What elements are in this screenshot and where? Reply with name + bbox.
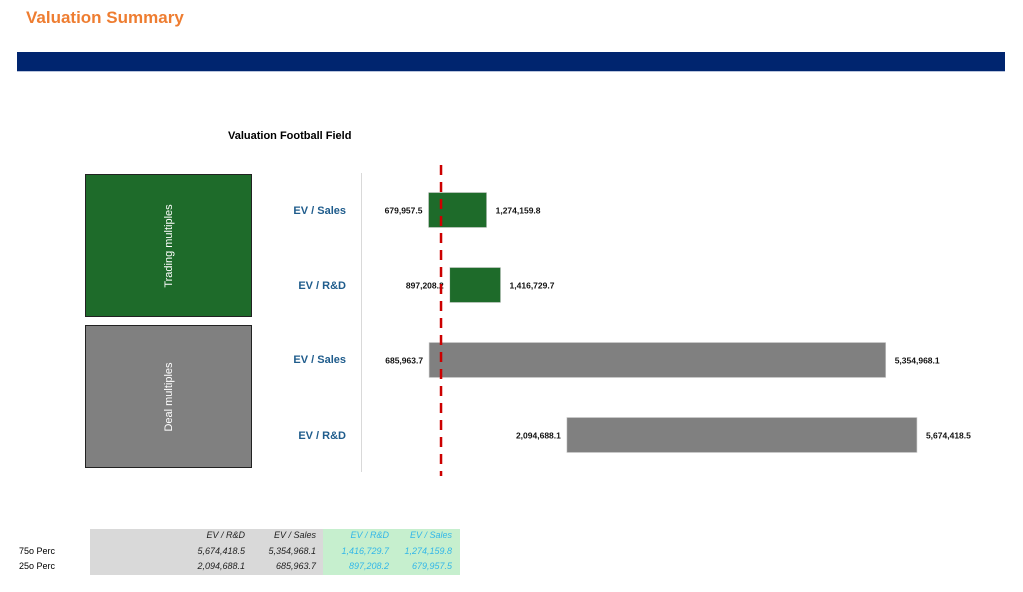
category-label: EV / Sales bbox=[293, 354, 346, 366]
table-header-row: EV / R&D EV / Sales EV / R&D EV / Sales bbox=[0, 529, 470, 542]
high-value-label: 5,674,418.5 bbox=[926, 431, 971, 441]
group-box-trading: Trading multiples bbox=[85, 174, 252, 317]
chart-title: Valuation Football Field bbox=[228, 130, 352, 142]
table-cell: 5,354,968.1 bbox=[268, 546, 316, 556]
table-header: EV / Sales bbox=[273, 530, 316, 540]
low-value-label: 685,963.7 bbox=[385, 356, 423, 366]
range-bar bbox=[566, 417, 918, 453]
range-bar bbox=[428, 342, 887, 378]
high-value-label: 1,274,159.8 bbox=[496, 206, 541, 216]
low-value-label: 897,208.2 bbox=[406, 281, 444, 291]
high-value-label: 5,354,968.1 bbox=[895, 356, 940, 366]
table-cell: 1,274,159.8 bbox=[404, 546, 452, 556]
table-cell: 1,416,729.7 bbox=[341, 546, 389, 556]
table-row: 75o Perc 5,674,418.5 5,354,968.1 1,416,7… bbox=[0, 545, 470, 558]
page-title: Valuation Summary bbox=[26, 8, 184, 27]
low-value-label: 2,094,688.1 bbox=[516, 431, 561, 441]
table-cell: 2,094,688.1 bbox=[197, 561, 245, 571]
table-cell: 679,957.5 bbox=[411, 561, 452, 571]
category-label: EV / R&D bbox=[298, 280, 346, 292]
table-cell: 685,963.7 bbox=[275, 561, 316, 571]
header-band bbox=[17, 52, 1005, 72]
row-label: 25o Perc bbox=[19, 561, 56, 571]
group-box-deal: Deal multiples bbox=[85, 325, 252, 468]
table-header: EV / R&D bbox=[206, 530, 245, 540]
table-cell: 897,208.2 bbox=[348, 561, 389, 571]
category-label: EV / Sales bbox=[293, 205, 346, 217]
table-gray-region bbox=[90, 529, 323, 575]
high-value-label: 1,416,729.7 bbox=[510, 281, 555, 291]
table-green-region bbox=[323, 529, 460, 575]
range-bar bbox=[449, 267, 501, 303]
table-header: EV / R&D bbox=[350, 530, 389, 540]
table-header: EV / Sales bbox=[409, 530, 452, 540]
range-bar bbox=[428, 192, 487, 228]
category-label: EV / R&D bbox=[298, 430, 346, 442]
table-cell: 5,674,418.5 bbox=[197, 546, 245, 556]
row-label: 75o Perc bbox=[19, 546, 56, 556]
table-row: 25o Perc 2,094,688.1 685,963.7 897,208.2… bbox=[0, 560, 470, 573]
low-value-label: 679,957.5 bbox=[385, 206, 423, 216]
